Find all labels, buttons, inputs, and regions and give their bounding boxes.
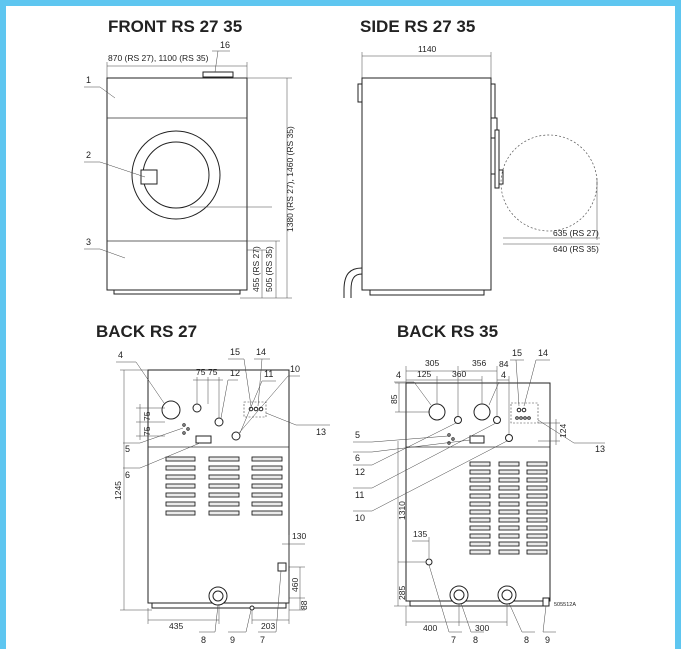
back35-label-15: 15 [512,348,522,358]
back35-label-10: 10 [355,513,365,523]
back35-port-4a [428,403,446,421]
front-height-dim: 1380 (RS 27), 1460 (RS 35) [285,126,295,232]
back35-dim-400: 400 [423,623,437,633]
back35-label-9: 9 [545,635,550,645]
back35-dim-124: 124 [558,424,568,438]
back35-title: BACK RS 35 [397,322,498,341]
front-view: FRONT RS 27 35 870 (RS 27), 1100 (RS 35)… [84,17,295,299]
back27-dim-435: 435 [169,621,183,631]
back27-label-5: 5 [125,444,130,454]
back35-label-4a: 4 [396,370,401,380]
front-505-dim: 505 (RS 35) [264,246,274,292]
side-title: SIDE RS 27 35 [360,17,475,36]
back35-dim-1310: 1310 [397,501,407,520]
technical-drawing: FRONT RS 27 35 870 (RS 27), 1100 (RS 35)… [84,17,605,645]
label-16: 16 [220,40,230,50]
door-swing-circle [500,134,598,232]
back27-dim-75d: 75 [142,426,152,436]
label-2: 2 [86,150,91,160]
back35-label-7: 7 [451,635,456,645]
back35-label-8a: 8 [473,635,478,645]
back27-label-9: 9 [230,635,235,645]
front-455-dim: 455 (RS 27) [251,246,261,292]
back35-label-14: 14 [538,348,548,358]
back35-dim-135: 135 [413,529,427,539]
back27-vents [165,456,283,516]
back35-label-4b: 4 [501,370,506,380]
back35-label-6: 6 [355,453,360,463]
back35-dim-305: 305 [425,358,439,368]
back27-label-6: 6 [125,470,130,480]
back27-label-13: 13 [316,427,326,437]
back27-label-7: 7 [260,635,265,645]
back27-label-15: 15 [230,347,240,357]
back35-dim-360: 360 [452,369,466,379]
back27-label-4: 4 [118,350,123,360]
back35-label-5: 5 [355,430,360,440]
top-lid [202,71,234,78]
back27-dim-88: 88 [299,600,309,610]
back27-label-14: 14 [256,347,266,357]
back35-dim-300: 300 [475,623,489,633]
back-rs27-view: BACK RS 27 75 75 [96,322,330,645]
front-width-dim: 870 (RS 27), 1100 (RS 35) [108,53,209,63]
back35-label-13: 13 [595,444,605,454]
back-rs35-view: BACK RS 35 [353,322,605,645]
back35-label-8b: 8 [524,635,529,645]
back35-dim-125: 125 [417,369,431,379]
back35-label-11: 11 [355,490,364,500]
back35-vents [469,461,548,555]
back35-dim-356: 356 [472,358,486,368]
back27-dim-75c: 75 [142,411,152,421]
back27-dim-75a: 75 [196,367,206,377]
label-1: 1 [86,75,91,85]
back27-dim-130: 130 [292,531,306,541]
back27-label-11: 11 [264,369,273,379]
back27-title: BACK RS 27 [96,322,197,341]
back27-label-8: 8 [201,635,206,645]
drawing-sheet: FRONT RS 27 35 870 (RS 27), 1100 (RS 35)… [6,6,675,649]
side-depth-dim: 1140 [418,44,437,54]
back27-label-10: 10 [290,364,300,374]
back27-dim-460: 460 [290,578,300,592]
front-title: FRONT RS 27 35 [108,17,242,36]
back35-label-12: 12 [355,467,365,477]
back35-dim-85: 85 [389,394,399,404]
back27-label-12: 12 [230,368,240,378]
back27-port-4 [161,400,181,420]
label-3: 3 [86,237,91,247]
side-cabinet [361,77,492,291]
back27-dim-75b: 75 [208,367,218,377]
back27-dim-1245: 1245 [113,481,123,500]
back35-dim-84: 84 [499,359,509,369]
door-handle [140,169,158,185]
side-635-dim: 635 (RS 27) [553,228,599,238]
side-640-dim: 640 (RS 35) [553,244,599,254]
drawing-code: 505512A [554,602,576,608]
back35-port-4b [473,403,491,421]
side-view: SIDE RS 27 35 1140 635 (RS 27) 640 (RS 3… [343,17,600,298]
back35-dim-285: 285 [397,586,407,600]
back27-dim-203: 203 [261,621,275,631]
